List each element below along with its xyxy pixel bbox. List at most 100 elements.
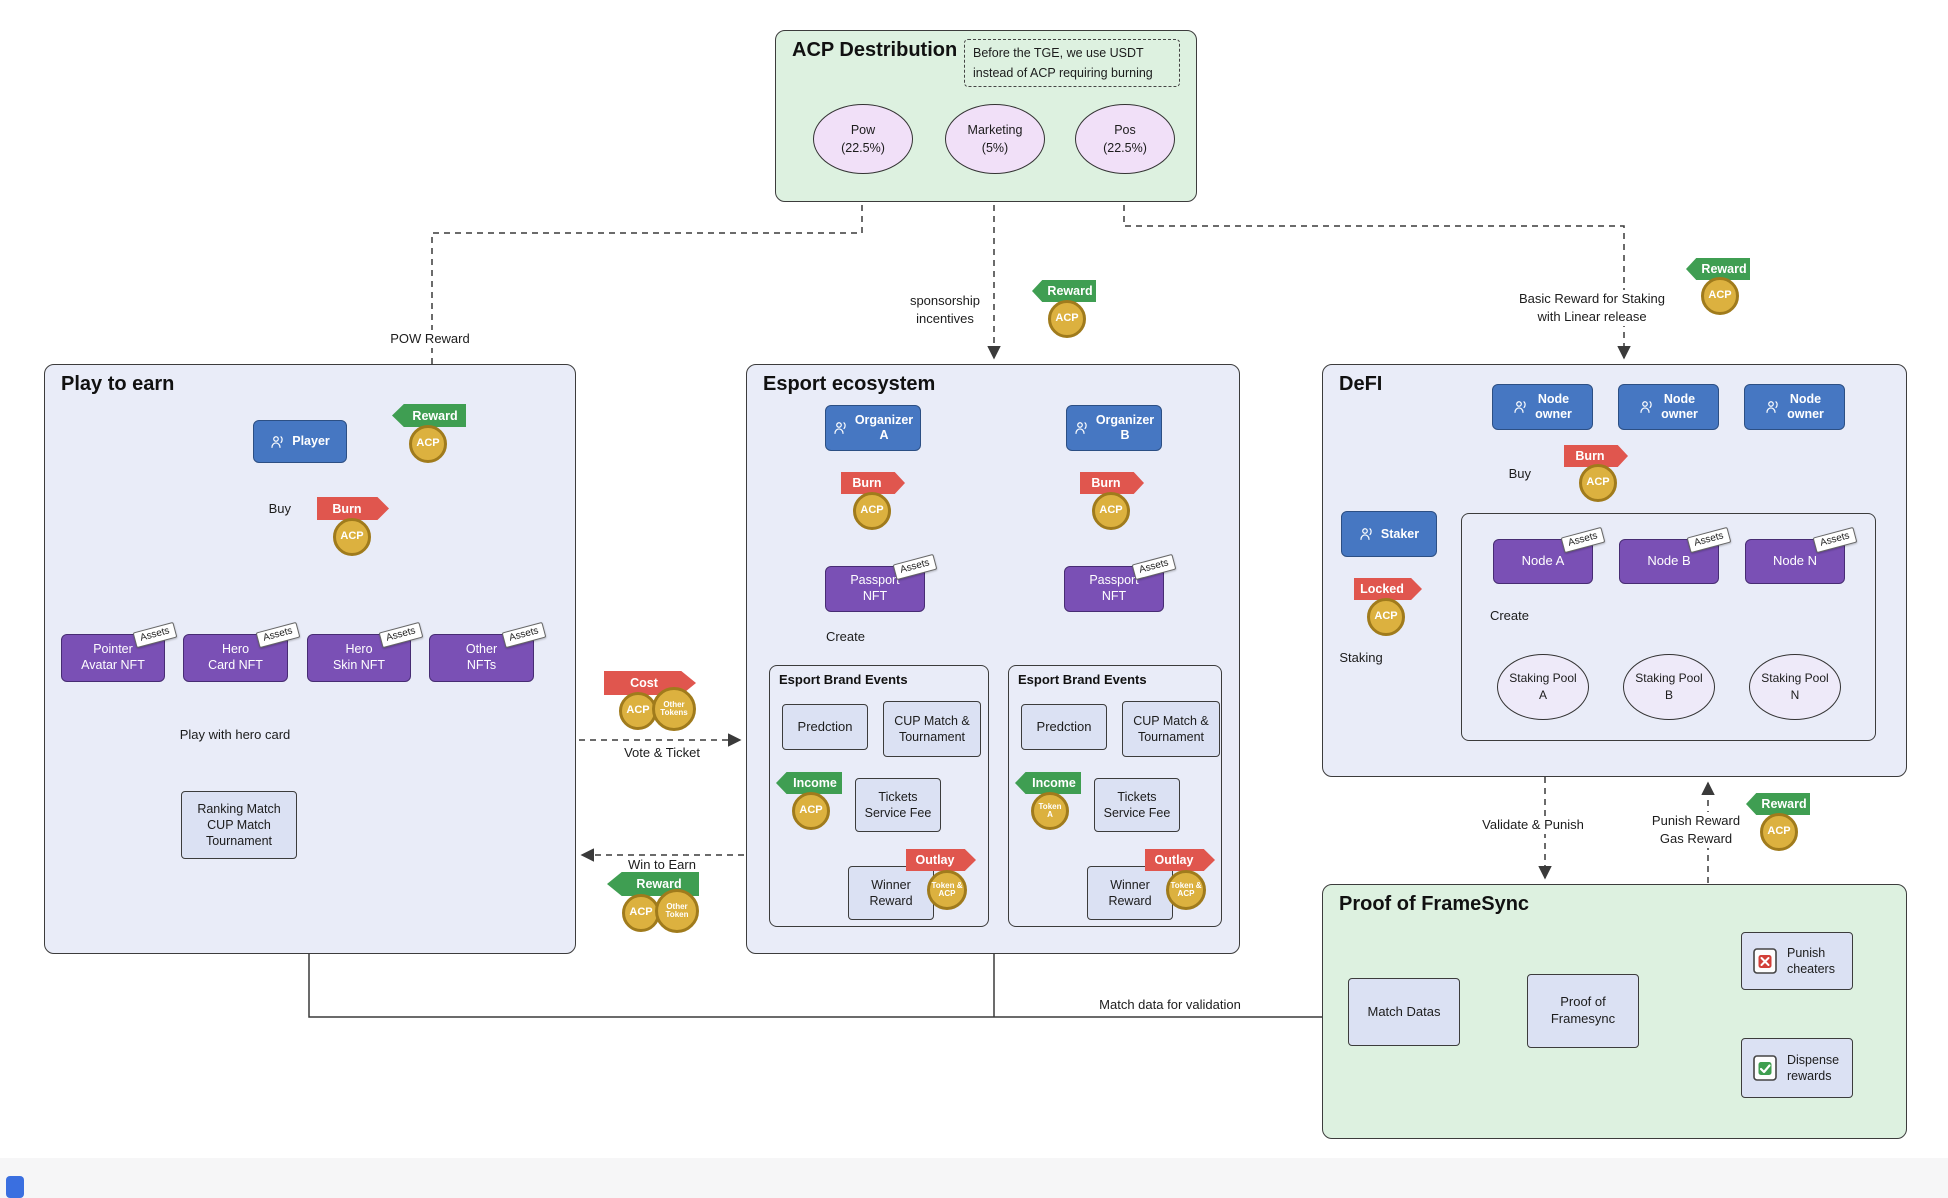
create-label: Create — [819, 628, 865, 647]
esport-ecosystem-section: Esport ecosystem Organizer A Organizer B… — [746, 364, 1240, 954]
tge-note: Before the TGE, we use USDT instead of A… — [964, 39, 1180, 87]
acp-coin: ACP — [409, 425, 447, 463]
sponsorship-label: sponsorship incentives — [909, 293, 981, 327]
esport-brand-events-b: Esport Brand Events Predction CUP Match … — [1008, 665, 1222, 927]
acp-distribution-section: ACP Destribution Before the TGE, we use … — [775, 30, 1197, 202]
assets-ribbon: Assets — [1686, 526, 1732, 554]
organizer-a-label: Organizer A — [854, 413, 914, 442]
staker-box: Staker — [1341, 511, 1437, 557]
acp-coin: ACP — [1367, 598, 1405, 636]
punish-doc-x-icon — [1753, 948, 1777, 974]
pow-ellipse: Pow (22.5%) — [813, 104, 913, 174]
assets-ribbon: Assets — [1131, 553, 1177, 581]
income-badge: Income — [1015, 772, 1081, 794]
node-b-box: Node B Assets — [1619, 526, 1732, 584]
winner-reward-box: Winner Reward — [848, 866, 934, 920]
pos-ellipse: Pos (22.5%) — [1075, 104, 1175, 174]
burn-badge: Burn — [841, 472, 905, 494]
play-section-title: Play to earn — [61, 373, 175, 395]
pow-reward-label: POW Reward — [368, 330, 492, 349]
cup-match-box: CUP Match & Tournament — [883, 701, 981, 757]
acp-section-title: ACP Destribution — [792, 39, 958, 61]
token-acp-coin: Token & ACP — [1166, 870, 1206, 910]
organizer-b-label: Organizer B — [1095, 413, 1155, 442]
nft-label: Hero Skin NFT — [332, 642, 386, 672]
validate-punish-label: Validate & Punish — [1468, 816, 1598, 835]
token-acp-coin: Token & ACP — [927, 870, 967, 910]
acp-coin: ACP — [853, 492, 891, 530]
assets-ribbon: Assets — [378, 621, 424, 649]
punish-cheaters-label: Punish cheaters — [1787, 945, 1835, 976]
outlay-badge: Outlay — [906, 849, 976, 871]
node-owner-box-3: Node owner — [1744, 384, 1845, 430]
organizer-a-box: Organizer A — [825, 405, 921, 451]
punish-cheaters-box: Punish cheaters — [1741, 932, 1853, 990]
proof-of-framesync-section: Proof of FrameSync Match Datas Proof of … — [1322, 884, 1907, 1139]
winner-reward-box: Winner Reward — [1087, 866, 1173, 920]
buy-label: Buy — [268, 501, 291, 516]
passport-nft-b: Passport NFT Assets — [1064, 553, 1177, 612]
punish-gas-reward-label: Punish Reward Gas Reward — [1636, 812, 1756, 849]
node-label: Node N — [1772, 553, 1818, 569]
acp-coin: ACP — [333, 518, 371, 556]
staker-label: Staker — [1380, 526, 1420, 541]
person-icon — [1075, 422, 1087, 434]
page-bottom-strip — [0, 1158, 1948, 1198]
node-n-box: Node N Assets — [1745, 526, 1858, 584]
passport-label: Passport NFT — [850, 573, 900, 603]
node-label: Node B — [1647, 553, 1691, 569]
assets-ribbon: Assets — [1812, 526, 1858, 554]
create-label: Create — [1483, 607, 1529, 626]
burn-badge: Burn — [1564, 445, 1628, 467]
staking-pool-b: Staking Pool B — [1623, 654, 1715, 720]
proof-framesync-box: Proof of Framesync — [1527, 974, 1639, 1048]
match-datas-box: Match Datas — [1348, 978, 1460, 1046]
cup-match-box: CUP Match & Tournament — [1122, 701, 1220, 757]
play-to-earn-section: Play to earn Player Pointer Avatar NFT A… — [44, 364, 576, 954]
person-icon — [1766, 401, 1778, 413]
node-owner-label: Node owner — [1661, 392, 1698, 421]
defi-section-title: DeFI — [1339, 373, 1383, 395]
vote-ticket-label: Vote & Ticket — [600, 744, 724, 763]
outlay-badge: Outlay — [1145, 849, 1215, 871]
basic-staking-reward-label: Basic Reward for Staking with Linear rel… — [1512, 290, 1672, 327]
match-data-label: Match data for validation — [1080, 996, 1260, 1015]
reward-badge: Reward — [392, 404, 466, 427]
acp-coin: ACP — [1701, 277, 1739, 315]
hero-card-nft: Hero Card NFT Assets — [183, 621, 301, 682]
assets-ribbon: Assets — [132, 621, 178, 649]
reward-badge: Reward — [1746, 793, 1810, 815]
organizer-b-box: Organizer B — [1066, 405, 1162, 451]
proof-section-title: Proof of FrameSync — [1339, 893, 1530, 915]
node-owner-label: Node owner — [1787, 392, 1824, 421]
esport-section-title: Esport ecosystem — [763, 373, 936, 395]
passport-label: Passport NFT — [1089, 573, 1139, 603]
ranking-match-box: Ranking Match CUP Match Tournament — [181, 791, 297, 859]
assets-ribbon: Assets — [892, 553, 938, 581]
other-tokens-coin: Other Tokens — [652, 687, 696, 731]
nft-label: Pointer Avatar NFT — [81, 642, 145, 672]
person-icon — [271, 435, 283, 448]
person-icon — [834, 422, 846, 434]
staking-pool-n: Staking Pool N — [1749, 654, 1841, 720]
assets-ribbon: Assets — [1560, 526, 1606, 554]
bottom-left-blue-element — [6, 1176, 24, 1198]
esport-brand-events-a: Esport Brand Events Predction CUP Match … — [769, 665, 989, 927]
assets-ribbon: Assets — [255, 621, 301, 649]
events-title: Esport Brand Events — [779, 672, 908, 687]
events-title: Esport Brand Events — [1018, 672, 1147, 687]
node-label: Node A — [1521, 553, 1565, 569]
other-token-coin: Other Token — [655, 889, 699, 933]
acp-coin: ACP — [1760, 813, 1798, 851]
node-owner-box-1: Node owner — [1492, 384, 1593, 430]
play-with-hero-label: Play with hero card — [135, 726, 335, 745]
burn-badge: Burn — [1080, 472, 1144, 494]
nft-label: Other NFTs — [465, 642, 498, 672]
burn-badge: Burn — [317, 497, 389, 520]
staking-pool-a: Staking Pool A — [1497, 654, 1589, 720]
prediction-box: Predction — [1021, 704, 1107, 750]
acp-coin: ACP — [1579, 464, 1617, 502]
acp-coin: ACP — [1092, 492, 1130, 530]
node-owner-box-2: Node owner — [1618, 384, 1719, 430]
